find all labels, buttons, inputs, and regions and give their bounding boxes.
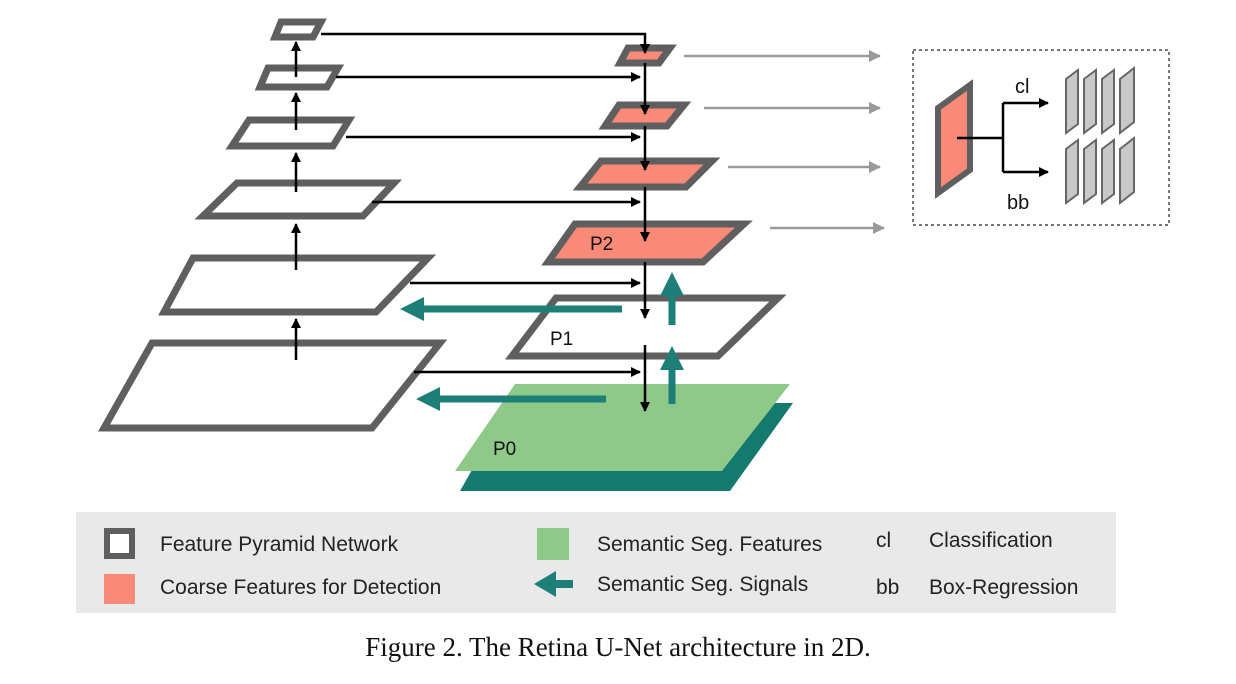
- p1-label: P1: [550, 329, 573, 350]
- output-arrows: [684, 50, 885, 234]
- p0-label: P0: [493, 439, 516, 460]
- legend-seg-features-swatch: [537, 528, 569, 560]
- legend-seg-signals-label: Semantic Seg. Signals: [597, 573, 808, 596]
- legend-coarse-label: Coarse Features for Detection: [160, 576, 441, 599]
- bottom-up-level-4: [225, 116, 356, 150]
- legend-coarse-swatch: [104, 574, 135, 604]
- p3-level: [572, 157, 721, 191]
- bottom-up-level-6: [269, 18, 327, 41]
- cl-output-stack: [1065, 65, 1135, 136]
- lateral-connections: [321, 32, 650, 377]
- bottom-up-level-3: [194, 179, 403, 220]
- legend-seg-signals-arrow-icon: [534, 571, 573, 597]
- p0-seg-features: [455, 384, 790, 471]
- legend-fpn-swatch: [104, 528, 135, 559]
- cl-label: cl: [1015, 76, 1029, 98]
- legend-bb-key: bb: [876, 576, 899, 599]
- bb-output-stack: [1065, 135, 1135, 206]
- legend-cl-key: cl: [876, 529, 891, 552]
- legend-bb-value: Box-Regression: [929, 576, 1078, 599]
- seg-signals: [400, 272, 684, 411]
- p2-label: P2: [590, 234, 613, 255]
- detection-head: cl bb: [912, 49, 1170, 226]
- bottom-up-level-5: [254, 64, 345, 91]
- legend: Feature Pyramid Network Coarse Features …: [76, 512, 1116, 613]
- head-feature-map: [935, 79, 973, 199]
- detection-head-box: [912, 49, 1170, 226]
- legend-cl-value: Classification: [929, 529, 1053, 552]
- p5-level: [614, 44, 677, 67]
- bottom-up-level-2: [158, 254, 437, 316]
- p2-level: [541, 220, 753, 266]
- bottom-up-level-1: [98, 339, 448, 432]
- bottom-up-pathway: [98, 18, 448, 432]
- legend-fpn-label: Feature Pyramid Network: [160, 533, 399, 556]
- figure-caption: Figure 2. The Retina U-Net architecture …: [365, 632, 871, 662]
- bb-label: bb: [1007, 192, 1029, 214]
- p4-level: [598, 101, 692, 130]
- legend-seg-features-label: Semantic Seg. Features: [597, 533, 822, 556]
